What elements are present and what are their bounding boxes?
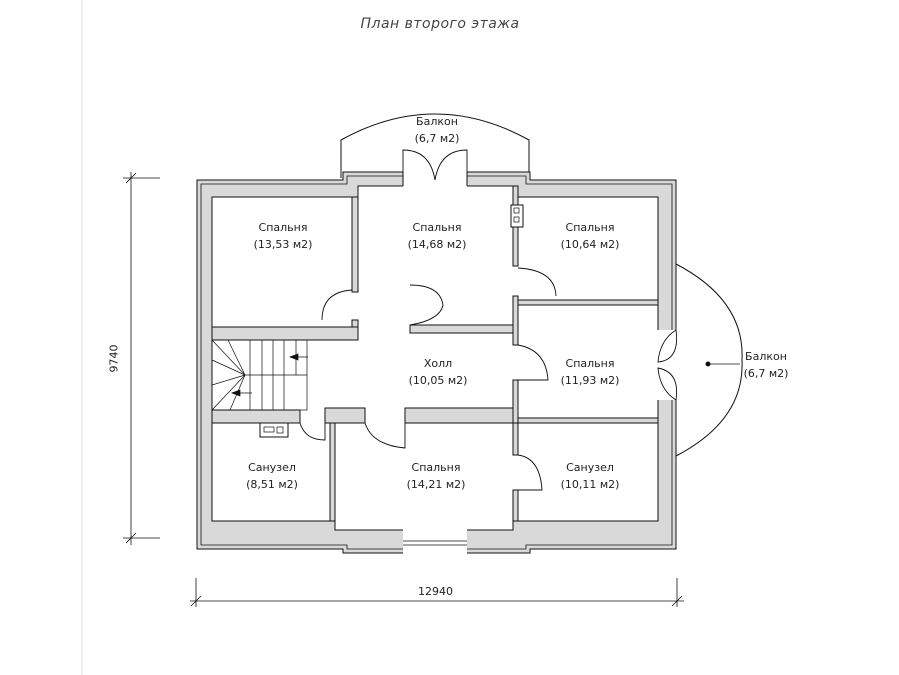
balcony-right bbox=[675, 262, 743, 457]
height-dimension: 9740 bbox=[107, 344, 121, 373]
page-title: План второго этажа bbox=[360, 16, 520, 32]
room-label: Спальня(11,93 м2) bbox=[560, 357, 620, 387]
doors bbox=[299, 149, 678, 491]
room-label: Санузел(10,11 м2) bbox=[560, 461, 620, 491]
room-label: Спальня(14,68 м2) bbox=[407, 221, 467, 251]
staircase bbox=[211, 339, 308, 411]
room-label: Спальня(10,64 м2) bbox=[560, 221, 620, 251]
balcony-top bbox=[340, 113, 530, 178]
balcony-label: Балкон(6,7 м2) bbox=[414, 115, 460, 145]
width-dimension: 12940 bbox=[418, 585, 453, 598]
room-label: Холл(10,05 м2) bbox=[408, 357, 468, 387]
room-label: Спальня(14,21 м2) bbox=[406, 461, 466, 491]
room-label: Санузел(8,51 м2) bbox=[246, 461, 298, 491]
balcony-label: Балкон(6,7 м2) bbox=[743, 350, 789, 380]
dimension-lines bbox=[123, 172, 684, 607]
room-label: Спальня(13,53 м2) bbox=[253, 221, 313, 251]
